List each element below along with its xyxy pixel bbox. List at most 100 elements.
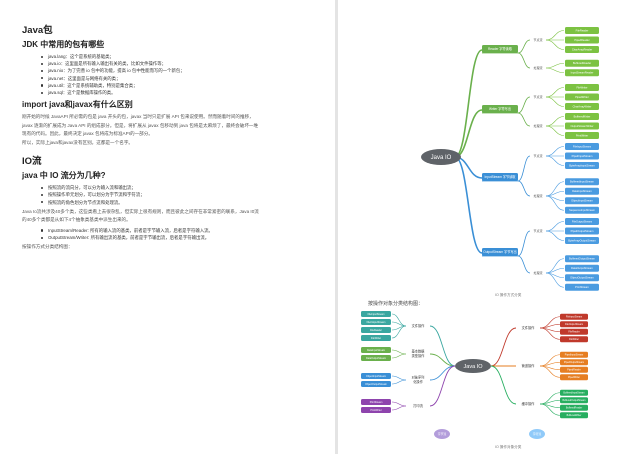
leaf-node-label: BufferedReader (566, 407, 582, 410)
branch-node-label: Reader 字符读取 (488, 46, 513, 51)
leaf-node-box (361, 381, 391, 387)
leaf-node-box (565, 227, 599, 235)
connector-line (545, 155, 565, 166)
connector-line (539, 327, 561, 340)
leaf-node-box (560, 374, 588, 381)
leaf-node-label: PipedWriter (575, 95, 589, 99)
connector-line (517, 180, 531, 197)
paragraph: 刚开始的时候 JavaAPI 所必需的包是 java 开头的包，javax 当时… (22, 114, 254, 120)
io-types-list: 按照流的流向分，可以分为输入流和输出流； 按照操作单元划分，可以划分为字节流和字… (41, 184, 322, 206)
leaf-node-box (565, 69, 599, 77)
leaf-node-label: OutputStreamWriter (570, 124, 593, 128)
leaf-node-label: PrintWriter (370, 409, 381, 412)
leaf-node-box (565, 46, 599, 53)
leaf-node-label: PipedOutputStream (571, 229, 594, 233)
connector-line (545, 272, 565, 288)
list-item: OutputStream/Writer: 所有输出流的基类，前者是字节输出流，后… (41, 234, 322, 241)
leaf-node-label: ByteArrayInputStream (569, 163, 595, 167)
connector-line (545, 116, 565, 127)
leaf-node-label: PipedWriter (568, 376, 580, 379)
leaf-node-box (565, 218, 599, 225)
leaf-node-box (361, 319, 391, 325)
leaf-node-box (361, 355, 391, 361)
leaf-node-label: DataInputStream (572, 189, 592, 193)
leaf-node-box (565, 283, 599, 291)
leaf-node-label: PipedOutputStream (564, 361, 584, 364)
figure-caption: IO 操作方式分类 (495, 293, 522, 297)
leaf-node-box (565, 59, 599, 67)
connector-line (429, 325, 456, 367)
connector-line (490, 365, 517, 405)
branch-node-box (482, 105, 518, 113)
leaf-node-box (560, 313, 588, 320)
center-node-label: Java IO (431, 155, 452, 161)
list-item: java.io：这里面是所有输入输出有关的类，比如文件操作等； (41, 60, 322, 67)
center-node (421, 149, 461, 165)
connector-line (391, 325, 407, 339)
mindmap-io-by-operation: Reader 字符读取节点流FileReaderPipedReaderCharA… (421, 27, 599, 291)
connector-line (539, 365, 561, 378)
leaf-node-box (565, 84, 599, 91)
leaf-node-box (565, 36, 599, 44)
document-body: Java包 JDK 中常用的包有哪些 java.lang：这个是系统的基础类； … (22, 22, 322, 252)
leaf-node-label: BufferedInputStream (563, 392, 584, 395)
section-heading-io: IO流 (22, 156, 42, 168)
leaf-node-box (560, 412, 588, 419)
leaf-node-label: PrintStream (370, 401, 383, 404)
connector-line (454, 109, 483, 158)
branch-node-label: InputStream 字节读取 (485, 174, 517, 179)
connector-line (391, 401, 407, 407)
connector-line (545, 96, 565, 107)
leaf-node-label: FileInputStream (368, 313, 385, 316)
connector-line (391, 349, 407, 355)
document-page-left: Java包 JDK 中常用的包有哪些 java.lang：这个是系统的基础类； … (0, 0, 335, 454)
connector-line (545, 230, 565, 241)
group-label: 处理流 (533, 193, 542, 198)
leaf-node-label: CharArrayWriter (573, 104, 592, 108)
list-item: InputStream/Reader: 所有的输入流的基类，前者是字节输入流，后… (41, 227, 322, 234)
leaf-node-box (560, 321, 588, 328)
leaf-node-label: FileWriter (576, 85, 587, 89)
paragraph: 现有的代码。因此，最终决定 javax 包将成为标准API的一部分。 (22, 131, 153, 137)
leaf-node-label: ByteArrayOutputStream (568, 238, 596, 242)
legend-bytes-oval (434, 429, 450, 439)
leaf-node-label: FileWriter (371, 337, 381, 340)
group-label: 节点流 (533, 228, 542, 233)
connector-line (545, 125, 565, 136)
legend-chars-oval (529, 429, 545, 439)
list-item: 按照流的流向分，可以分为输入流和输出流； (41, 184, 322, 191)
group-label: 文件操作 (412, 323, 426, 328)
connector-line (429, 353, 456, 367)
leaf-node-label: BufferedWriter (567, 414, 582, 417)
connector-line (545, 62, 565, 69)
connector-line (517, 112, 531, 127)
leaf-node-box (565, 132, 599, 139)
leaf-node-label: FileWriter (569, 338, 579, 341)
group-label: 节点流 (533, 37, 542, 42)
leaf-node-box (565, 255, 599, 263)
leaf-node-label: BufferedOutputStream (563, 399, 586, 402)
list-item: 按照流的角色划分为节点流和处理流。 (41, 199, 322, 206)
leaf-node-box (565, 152, 599, 160)
leaf-node-label: BufferedReader (573, 61, 591, 65)
group-label: 缓冲操作 (522, 401, 536, 406)
diagram-heading: 按操作对象分类结构图： (368, 301, 424, 307)
leaf-node-label: PipedReader (574, 38, 589, 42)
leaf-node-box (565, 103, 599, 110)
leaf-node-box (560, 328, 588, 335)
connector-line (545, 30, 565, 41)
connector-line (391, 353, 407, 359)
leaf-node-box (565, 237, 599, 244)
leaf-node-label: FileReader (576, 28, 589, 32)
leaf-node-label: InputStreamReader (571, 71, 594, 75)
connector-line (545, 195, 565, 211)
list-item: java.util：这个是系统辅助类，特别是集合类； (41, 82, 322, 89)
connector-line (391, 375, 407, 381)
leaf-node-box (565, 187, 599, 195)
leaf-node-label: FileReader (370, 329, 382, 332)
leaf-node-label: BufferedOutputStream (569, 257, 595, 261)
leaf-node-label: FileReader (568, 331, 579, 334)
connector-line (545, 67, 565, 74)
leaf-node-label: FileOutputStream (367, 321, 386, 324)
leaf-node-label: FileInputStream (573, 144, 591, 148)
